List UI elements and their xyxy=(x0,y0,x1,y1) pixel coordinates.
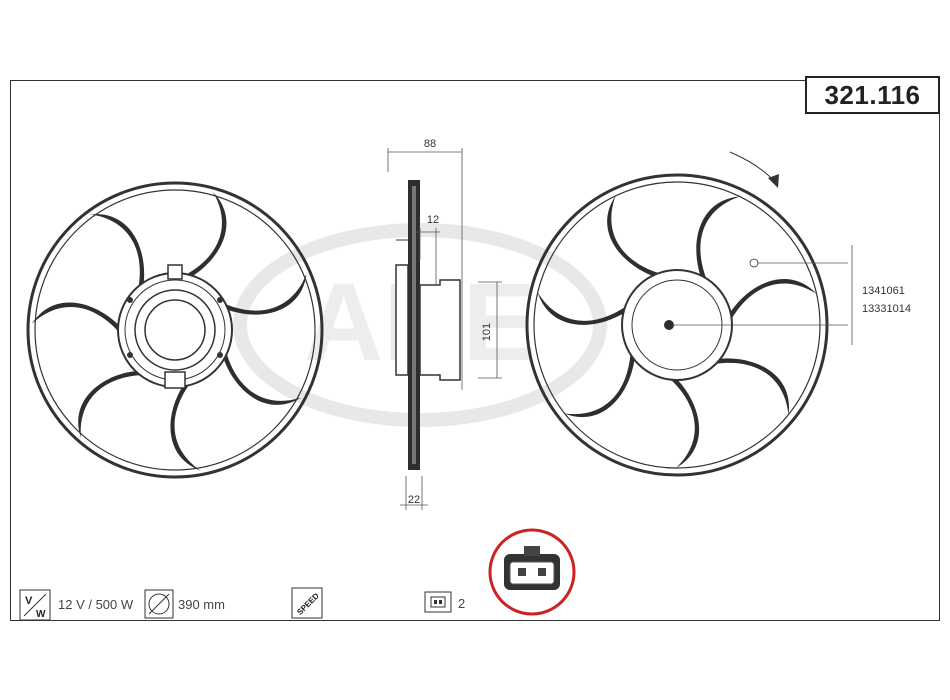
drawing-frame xyxy=(10,80,940,621)
dim-offset-top: 12 xyxy=(427,214,439,226)
dim-motor-depth: 101 xyxy=(481,323,493,341)
dim-depth-total: 88 xyxy=(424,138,436,150)
connector-pin-icon xyxy=(424,591,452,613)
dim-offset-bottom: 22 xyxy=(408,494,420,506)
fan-rear-view xyxy=(26,181,324,479)
oe-number-2: 13331014 xyxy=(862,303,911,315)
svg-text:V: V xyxy=(25,595,33,607)
part-number: 321.116 xyxy=(805,76,940,114)
fan-side-view xyxy=(395,180,461,470)
leader-lines xyxy=(672,245,853,345)
voltage-watt-icon: V W xyxy=(19,589,51,621)
diameter-icon xyxy=(144,589,174,619)
speed-icon: SPEED xyxy=(291,587,323,619)
dimension-lines xyxy=(387,148,502,510)
connector-pins-value: 2 xyxy=(458,596,466,611)
svg-text:W: W xyxy=(36,609,46,620)
voltage-power-value: 12 V / 500 W xyxy=(58,597,134,612)
diameter-value: 390 mm xyxy=(178,597,225,612)
motor-housing xyxy=(117,264,233,389)
connector-image xyxy=(488,528,576,616)
oe-number-1: 1341061 xyxy=(862,285,905,297)
rotation-arrow xyxy=(729,151,779,188)
